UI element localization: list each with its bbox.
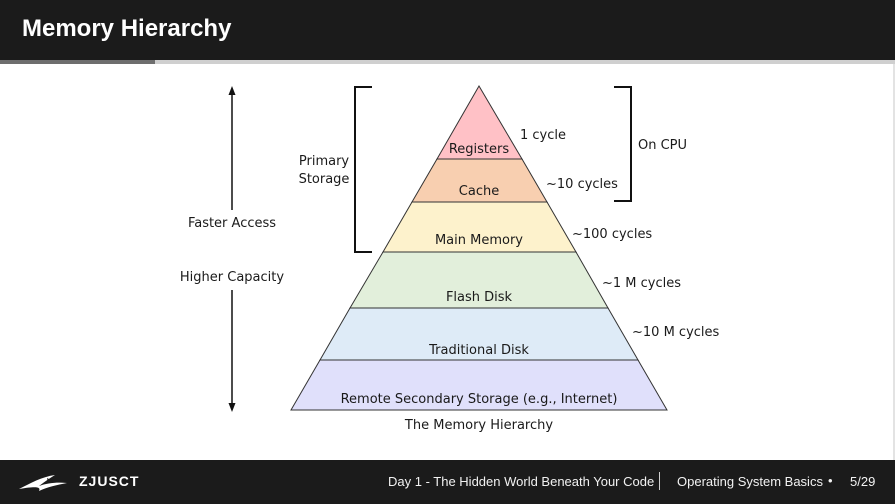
level-label-flash-disk: Flash Disk [446,290,513,305]
slide-right-edge [893,64,895,460]
latency-label-flash-disk: ~1 M cycles [602,276,681,291]
footer-bullet: • [828,473,833,488]
on-cpu-bracket [614,86,632,202]
level-band-remote-storage [290,359,668,411]
primary-storage-label-line2: Storage [299,172,350,187]
axis-label-faster-access: Faster Access [188,216,276,231]
level-label-main-memory: Main Memory [435,233,523,248]
axis-arrowhead-up [228,86,236,95]
latency-label-cache: ~10 cycles [546,177,618,192]
footer-course-title: Operating System Basics [677,474,823,489]
header-divider-accent [0,60,155,64]
diagram-caption: The Memory Hierarchy [404,418,553,433]
latency-label-main-memory: ~100 cycles [572,227,652,242]
primary-storage-label-line1: Primary [299,154,350,169]
level-label-traditional-disk: Traditional Disk [428,343,529,358]
on-cpu-label: On CPU [638,138,687,153]
pyramid-svg: Registers Cache Main Memory Flash Disk T… [180,85,720,433]
slide-footer: ZJUSCT Day 1 - The Hidden World Beneath … [0,460,895,504]
footer-lecture-title: Day 1 - The Hidden World Beneath Your Co… [388,474,655,489]
header-divider [0,60,895,64]
latency-label-traditional-disk: ~10 M cycles [632,325,720,340]
level-label-cache: Cache [459,184,499,199]
level-label-registers: Registers [449,142,510,157]
slide-title: Memory Hierarchy [22,15,232,42]
footer-separator [659,472,660,490]
zjusct-logo [19,475,67,491]
memory-hierarchy-diagram: Registers Cache Main Memory Flash Disk T… [0,64,895,460]
axis-label-higher-capacity: Higher Capacity [180,270,284,285]
axis-arrowhead-down [228,403,236,412]
page-number: 5/29 [850,474,876,489]
zjusct-logo-text: ZJUSCT [79,473,140,489]
primary-storage-bracket [354,86,372,253]
slide-header: Memory Hierarchy [0,0,895,60]
level-label-remote-storage: Remote Secondary Storage (e.g., Internet… [341,392,618,407]
latency-label-registers: 1 cycle [520,128,566,143]
